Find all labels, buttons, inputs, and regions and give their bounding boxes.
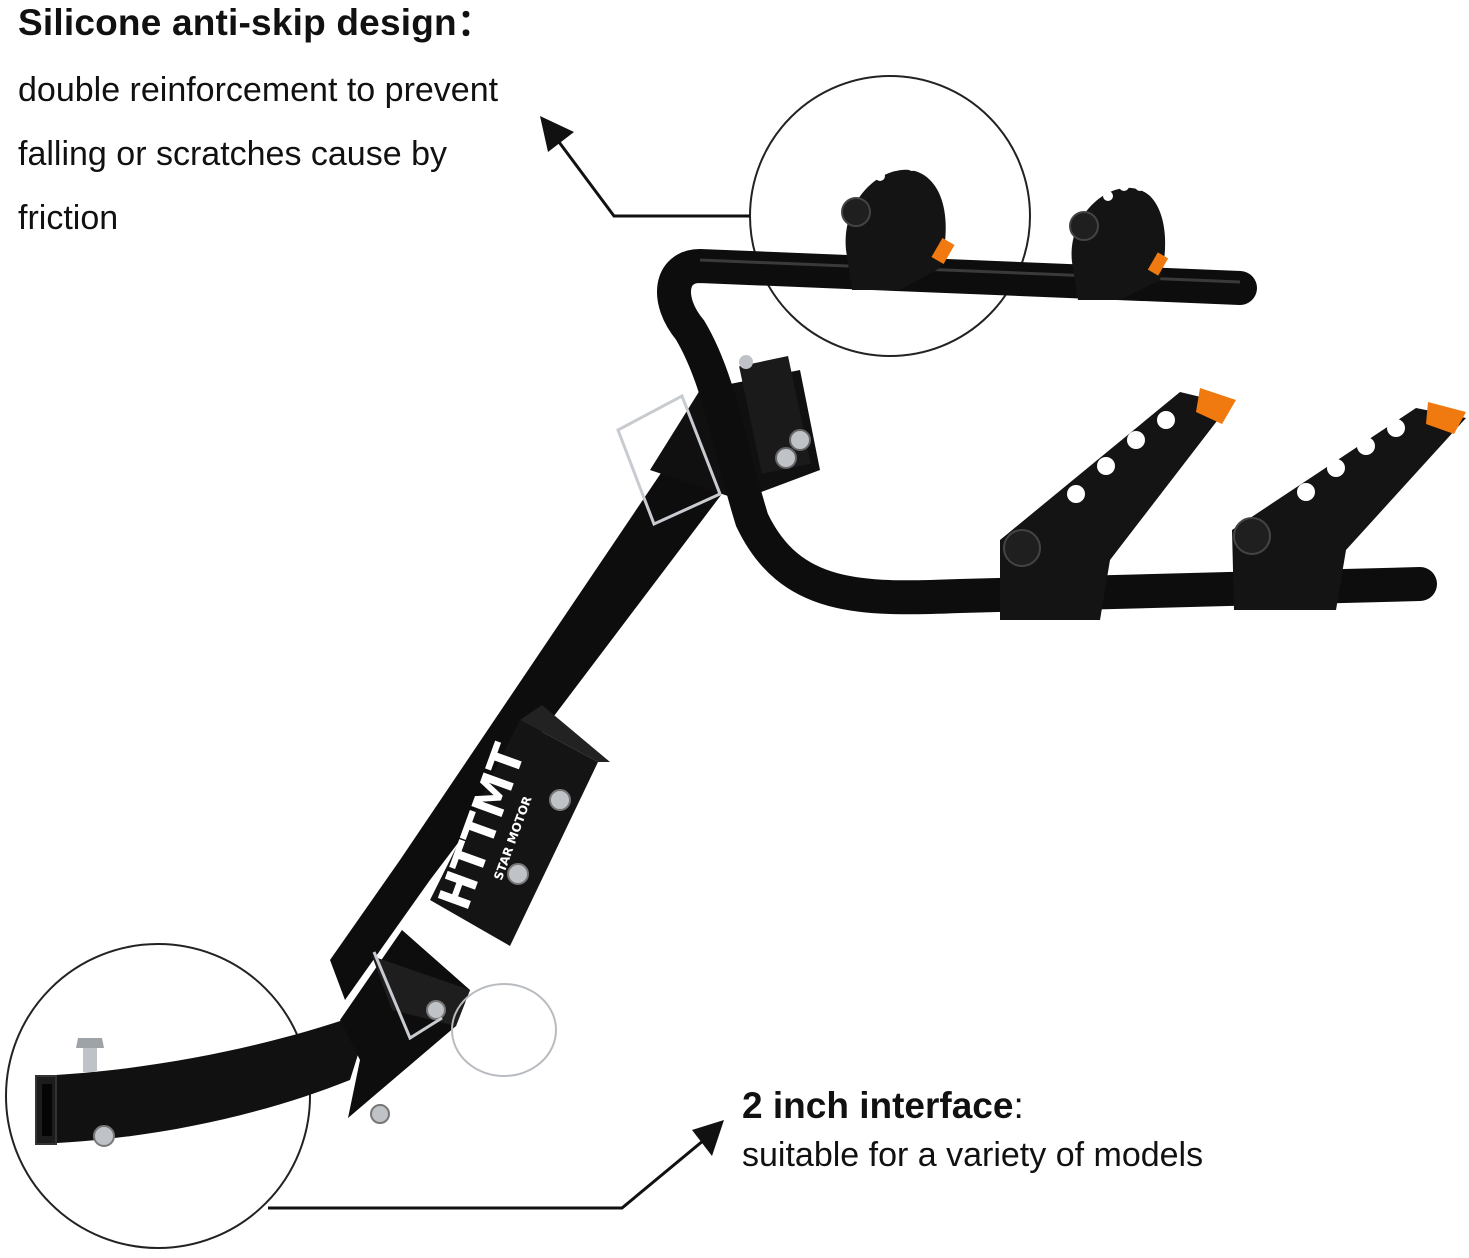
interface-callout: 2 inch interface: suitable for a variety… [742, 1080, 1442, 1178]
silicone-callout-line-3: friction [18, 199, 119, 237]
hitch-receiver [35, 1010, 372, 1147]
silicone-callout: Silicone anti-skip design： double reinfo… [18, 0, 618, 250]
top-cradle-1 [841, 161, 955, 290]
bottom-leader-line [268, 1138, 705, 1210]
bottom-cradle-1 [1000, 388, 1236, 620]
interface-callout-headline: 2 inch interface: [742, 1080, 1442, 1132]
rack-mast: HTTMT STAR MOTOR [330, 430, 740, 1124]
top-leader-line [554, 137, 750, 218]
interface-callout-title: 2 inch interface [742, 1085, 1014, 1126]
top-leader-arrow-icon [540, 116, 574, 152]
silicone-callout-headline: Silicone anti-skip design： [18, 2, 495, 43]
interface-callout-body: suitable for a variety of models [742, 1136, 1204, 1174]
silicone-callout-body: double reinforcement to prevent falling … [18, 58, 618, 250]
interface-callout-colon: : [1013, 1085, 1024, 1126]
bottom-leader-arrow-icon [692, 1120, 724, 1156]
silicone-callout-line-2: falling or scratches cause by [18, 135, 447, 173]
bottom-cradle-2 [1232, 402, 1466, 610]
top-cradle-2 [1069, 181, 1169, 300]
bottom-detail-circle [5, 943, 311, 1249]
silicone-callout-line-1: double reinforcement to prevent [18, 71, 499, 109]
